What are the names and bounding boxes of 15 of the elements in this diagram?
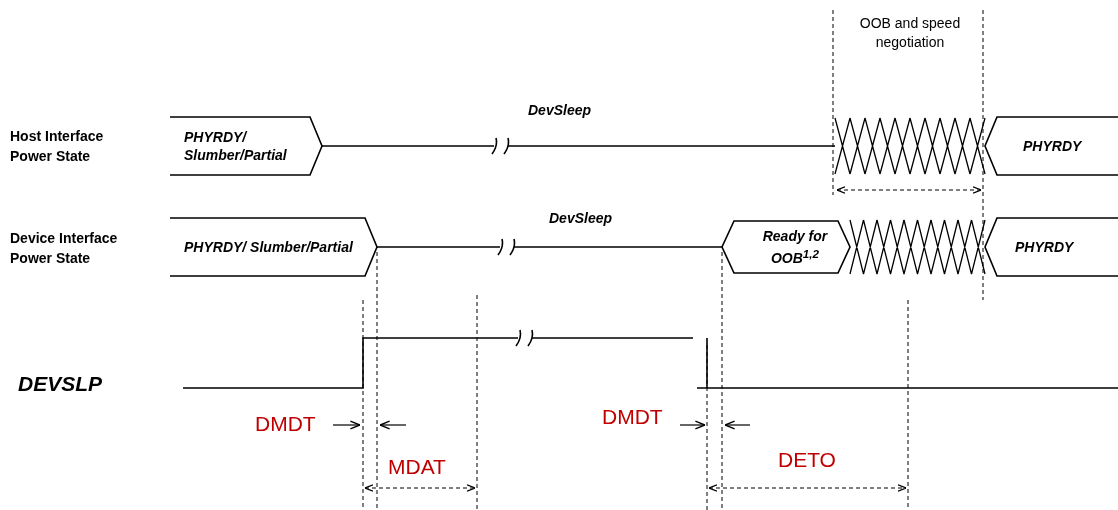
signal-name: Host Interface Power State [10,127,105,166]
state-label: DevSleep [528,102,592,118]
state-box: PHYRDY [985,117,1118,175]
annotation-text: OOB and speed negotiation [858,14,962,52]
timing-label: DMDT [255,412,316,436]
state-box: PHYRDY/ Slumber/Partial [170,117,322,175]
state-box: Ready for OOB$^{1,2}$ [722,221,850,273]
signal-name: DEVSLP [18,372,103,396]
state-box: PHYRDY [985,218,1118,276]
signal-name: Device Interface Power State [10,229,119,268]
timing-label: DMDT [602,405,663,429]
state-box: PHYRDY/ Slumber/Partial [170,218,377,276]
state-label: DevSleep [549,210,613,226]
timing-label: MDAT [388,455,446,479]
timing-label: DETO [778,448,836,472]
